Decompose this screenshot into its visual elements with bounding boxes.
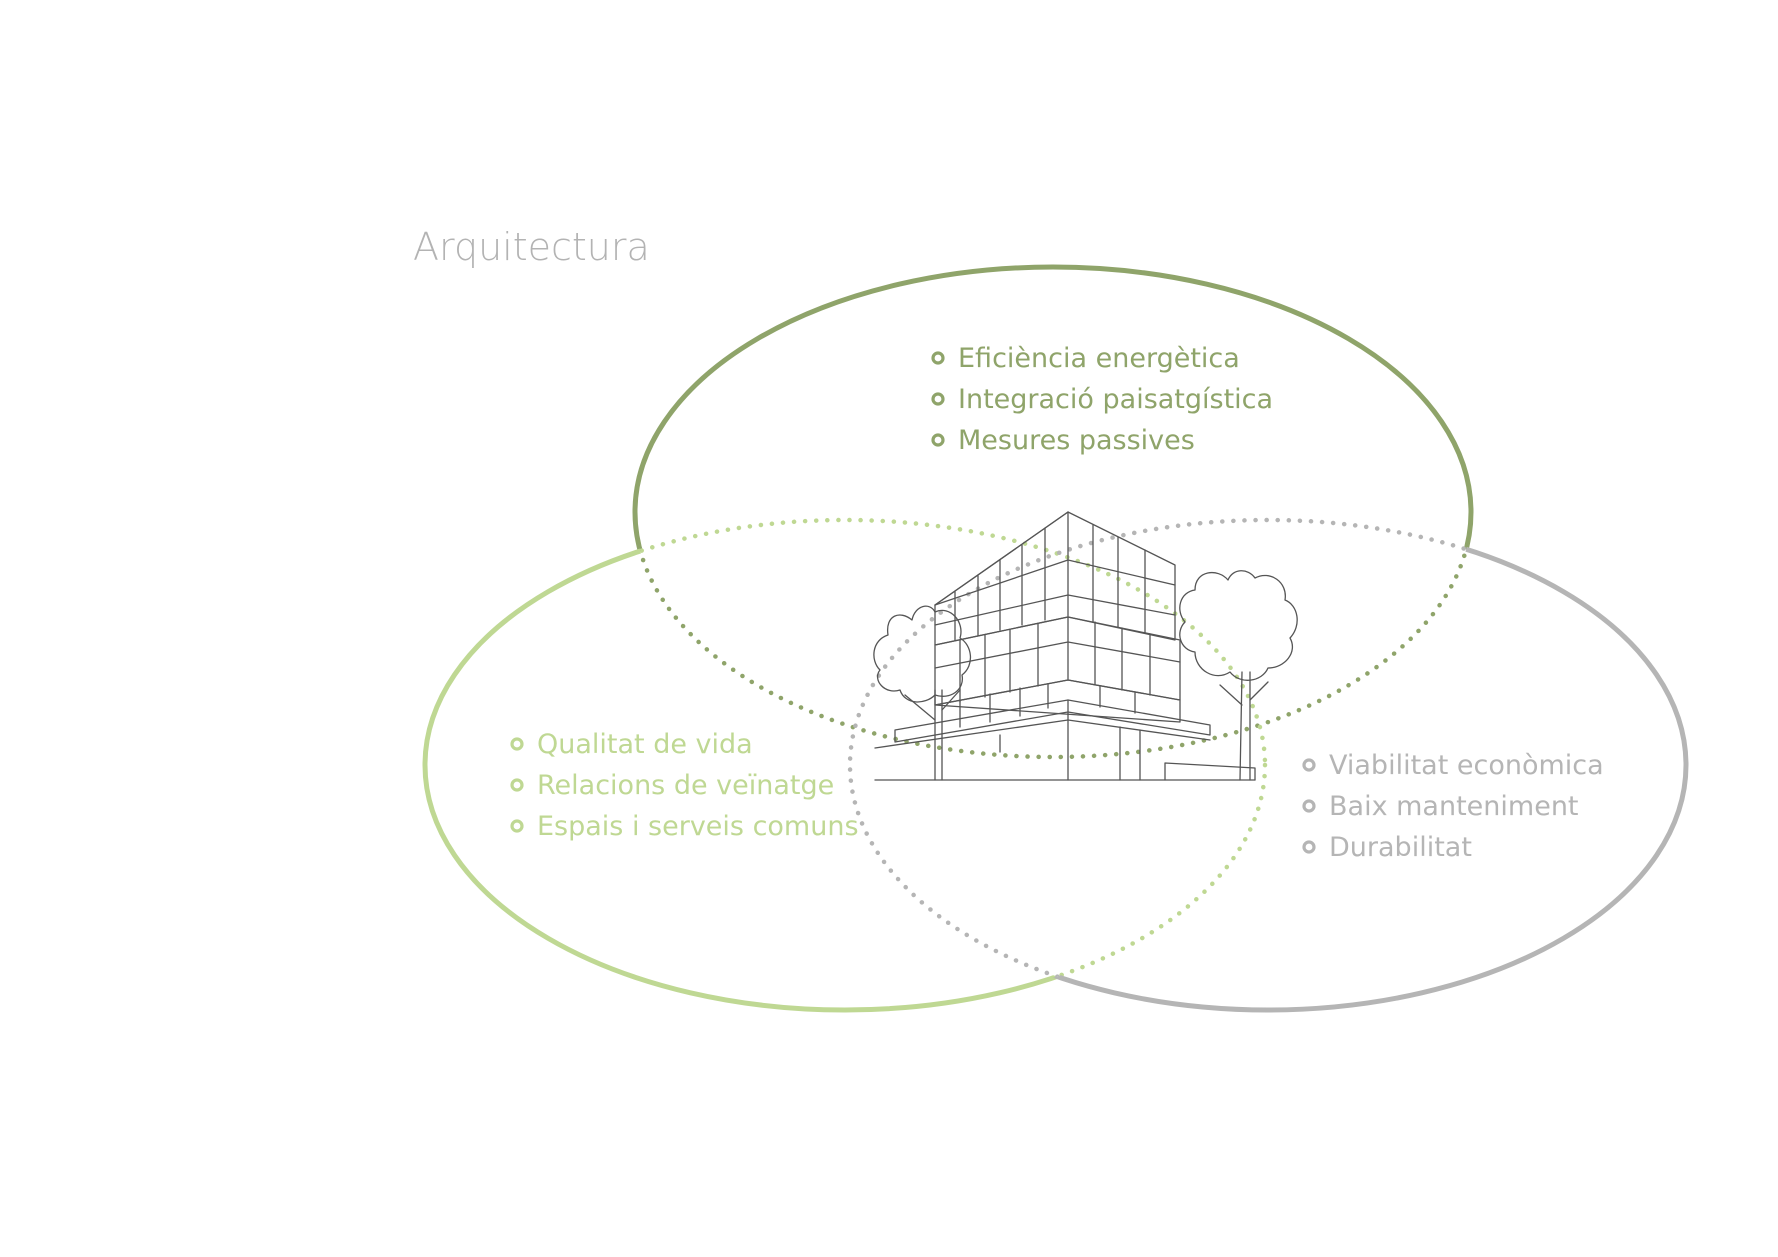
list-item: Viabilitat econòmica <box>1302 750 1604 781</box>
ring-bullet-icon <box>931 392 945 406</box>
item-text: Relacions de veïnatge <box>537 770 834 801</box>
group-social: Qualitat de vida Relacions de veïnatge E… <box>510 729 859 842</box>
group-environment: Eficiència energètica Integració paisatg… <box>931 343 1273 456</box>
ring-bullet-icon <box>1302 799 1316 813</box>
ellipse-economic <box>847 517 1689 1013</box>
list-item: Espais i serveis comuns <box>510 811 859 842</box>
ring-bullet-icon <box>510 819 524 833</box>
item-text: Baix manteniment <box>1329 791 1579 822</box>
item-text: Qualitat de vida <box>537 729 753 760</box>
list-item: Qualitat de vida <box>510 729 753 760</box>
building-with-trees-icon <box>873 511 1298 781</box>
ring-bullet-icon <box>931 351 945 365</box>
list-item: Relacions de veïnatge <box>510 770 834 801</box>
ellipse-environment <box>632 264 1474 760</box>
list-item: Baix manteniment <box>1302 791 1579 822</box>
ring-bullet-icon <box>1302 840 1316 854</box>
ring-bullet-icon <box>510 737 524 751</box>
item-text: Integració paisatgística <box>958 384 1273 415</box>
list-item: Eficiència energètica <box>931 343 1240 374</box>
group-economic: Viabilitat econòmica Baix manteniment Du… <box>1302 750 1604 863</box>
list-item: Integració paisatgística <box>931 384 1273 415</box>
ring-bullet-icon <box>931 433 945 447</box>
item-text: Espais i serveis comuns <box>537 811 859 842</box>
ellipse-social <box>422 517 1268 1013</box>
ring-bullet-icon <box>1302 758 1316 772</box>
item-text: Mesures passives <box>958 425 1195 456</box>
ring-bullet-icon <box>510 778 524 792</box>
list-item: Mesures passives <box>931 425 1195 456</box>
item-text: Eficiència energètica <box>958 343 1240 374</box>
diagram-title: Arquitectura <box>413 225 650 269</box>
item-text: Durabilitat <box>1329 832 1472 863</box>
item-text: Viabilitat econòmica <box>1329 750 1604 781</box>
list-item: Durabilitat <box>1302 832 1472 863</box>
